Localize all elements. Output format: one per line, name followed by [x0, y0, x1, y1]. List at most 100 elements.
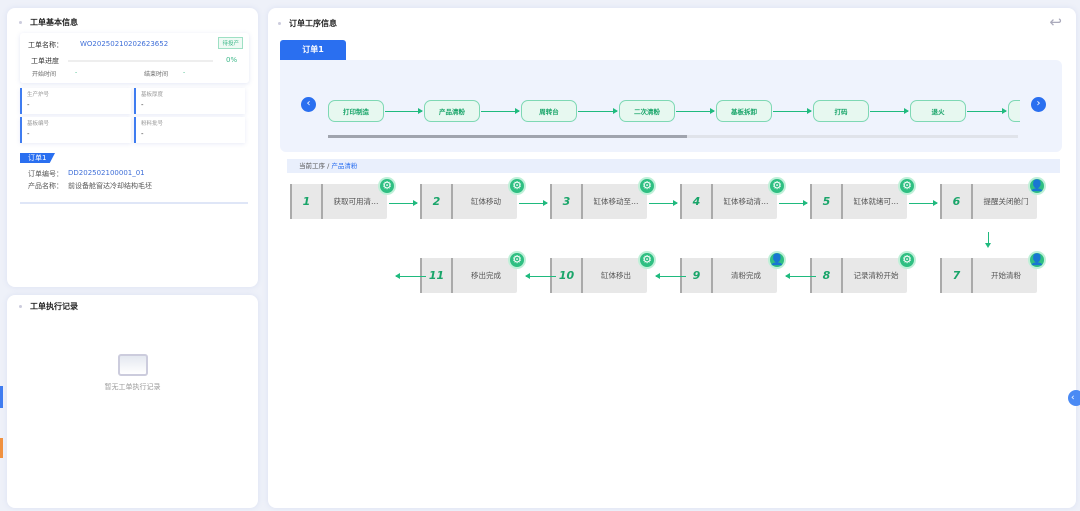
step-number: 9	[680, 258, 713, 293]
chevron-left-icon[interactable]: ‹	[301, 97, 316, 112]
flow-arrow	[385, 107, 423, 114]
current-step-bar: 当前工序 / 产品清粉	[287, 159, 1060, 173]
flow-node[interactable]	[1008, 100, 1020, 122]
step-label: 缸体移动至…	[593, 197, 639, 206]
step-arrow	[785, 273, 816, 279]
flow-node[interactable]: 周转台	[521, 100, 577, 122]
step-number: 3	[550, 184, 583, 219]
user-voice-icon: 👤	[1028, 251, 1046, 269]
process-title: 订单工序信息	[278, 18, 337, 29]
gear-icon: ⚙	[898, 251, 916, 269]
field-furnace-no: 生产炉号-	[20, 88, 131, 114]
records-title: 工单执行记录	[19, 301, 78, 312]
work-order-name: WO20250210202623652	[80, 40, 169, 48]
progress-bar	[68, 60, 213, 62]
step-label: 缸体移动清…	[723, 197, 769, 206]
start-time-label: 开始时间	[32, 71, 57, 78]
step-number: 4	[680, 184, 713, 219]
flow-arrow	[870, 107, 909, 114]
end-time-label: 结束时间	[144, 71, 169, 78]
flow-arrow	[578, 107, 618, 114]
tab-order-1[interactable]: 订单1	[280, 40, 346, 60]
left-edge-tab-orange[interactable]	[0, 438, 3, 458]
process-step[interactable]: 2 缸体移动 ⚙	[420, 177, 526, 219]
progress-text: 0%	[226, 56, 238, 64]
step-number: 8	[810, 258, 843, 293]
process-step[interactable]: 11 移出完成 ⚙	[420, 251, 526, 293]
process-step[interactable]: 1 获取可用清… ⚙	[290, 177, 396, 219]
flow-scrollbar[interactable]	[328, 135, 1018, 138]
divider	[20, 202, 248, 204]
step-arrow	[389, 200, 418, 206]
status-badge: 待投产	[218, 37, 243, 49]
flow-node[interactable]: 基板拆卸	[716, 100, 772, 122]
product-name: 前设备舱窗达冷却结构毛坯	[68, 182, 152, 190]
flow-arrow	[676, 107, 715, 114]
flow-arrow	[967, 107, 1007, 114]
process-step[interactable]: 4 缸体移动清… ⚙	[680, 177, 786, 219]
flow-node[interactable]: 打码	[813, 100, 869, 122]
step-number: 1	[290, 184, 323, 219]
flow-node[interactable]: 打印制造	[328, 100, 384, 122]
step-label: 获取可用清…	[333, 197, 379, 206]
flow-node[interactable]: 二次清粉	[619, 100, 675, 122]
gear-icon: ⚙	[768, 177, 786, 195]
flow-arrow	[481, 107, 520, 114]
step-label: 开始清粉	[991, 271, 1021, 280]
order-no-label: 订单编号：	[28, 170, 63, 178]
back-icon[interactable]: ↩	[1049, 13, 1062, 31]
chevron-right-icon[interactable]: ›	[1031, 97, 1046, 112]
user-voice-icon: 👤	[768, 251, 786, 269]
empty-text: 暂无工单执行记录	[104, 383, 161, 391]
process-panel: 订单工序信息 ↩ 订单1 ‹ › 打印制造产品清粉周转台二次清粉基板拆卸打码退火…	[268, 8, 1076, 508]
work-order-name-label: 工单名称：	[28, 41, 63, 49]
process-step[interactable]: 3 缸体移动至… ⚙	[550, 177, 656, 219]
step-arrow	[779, 200, 808, 206]
step-arrow	[395, 273, 426, 279]
flow-arrow	[773, 107, 812, 114]
step-number: 5	[810, 184, 843, 219]
field-substrate-thickness: 基板厚度-	[134, 88, 245, 114]
field-powder-batch: 粉料批号-	[134, 117, 245, 143]
process-step[interactable]: 9 清粉完成 👤	[680, 251, 786, 293]
flow-node[interactable]: 退火	[910, 100, 966, 122]
collapse-right-button[interactable]: ‹	[1068, 390, 1080, 406]
step-label: 缸体移动	[471, 197, 501, 206]
step-label: 移出完成	[471, 271, 501, 280]
flow-node[interactable]: 产品清粉	[424, 100, 480, 122]
left-edge-tab-blue[interactable]	[0, 386, 3, 408]
execution-records-panel: 工单执行记录 暂无工单执行记录	[7, 295, 258, 508]
field-substrate-no: 基板编号-	[20, 117, 131, 143]
gear-icon: ⚙	[638, 251, 656, 269]
end-time-value: -	[183, 69, 186, 76]
process-step[interactable]: 5 缸体就绪可… ⚙	[810, 177, 916, 219]
step-label: 清粉完成	[731, 271, 761, 280]
step-arrow	[909, 200, 938, 206]
gear-icon: ⚙	[378, 177, 396, 195]
basic-info-title: 工单基本信息	[19, 17, 78, 28]
flow-scrollbar-thumb[interactable]	[328, 135, 687, 138]
start-time-value: -	[75, 69, 78, 76]
step-number: 11	[420, 258, 453, 293]
process-step[interactable]: 6 提醒关闭舱门 👤	[940, 177, 1046, 219]
step-label: 缸体就绪可…	[853, 197, 899, 206]
gear-icon: ⚙	[508, 251, 526, 269]
step-label: 提醒关闭舱门	[983, 197, 1029, 206]
work-order-card: 工单名称： WO20250210202623652 待投产 工单进度 0% 开始…	[20, 33, 249, 83]
step-arrow-down	[985, 232, 991, 248]
step-number: 2	[420, 184, 453, 219]
current-step-value: 产品清粉	[331, 162, 358, 170]
empty-inbox-icon	[118, 354, 148, 376]
gear-icon: ⚙	[638, 177, 656, 195]
step-number: 6	[940, 184, 973, 219]
current-step-label: 当前工序 /	[299, 162, 332, 170]
product-name-label: 产品名称：	[28, 182, 63, 190]
step-arrow	[649, 200, 678, 206]
gear-icon: ⚙	[508, 177, 526, 195]
step-number: 10	[550, 258, 583, 293]
user-voice-icon: 👤	[1028, 177, 1046, 195]
gear-icon: ⚙	[898, 177, 916, 195]
